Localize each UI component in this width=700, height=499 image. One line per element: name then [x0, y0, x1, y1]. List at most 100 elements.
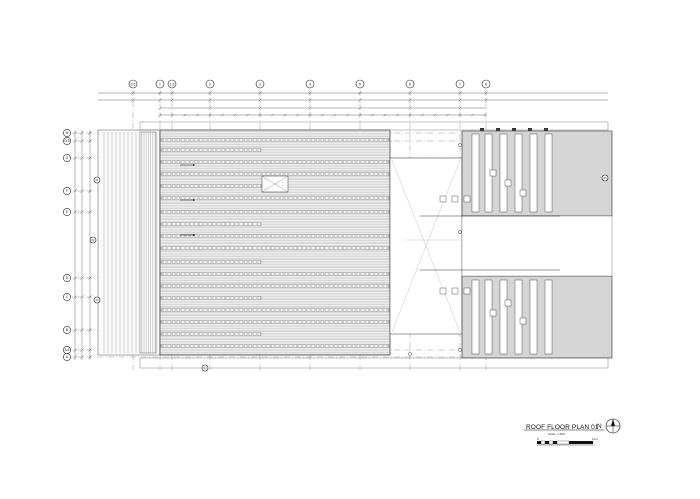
east-bay-upper [529, 133, 538, 213]
grid-bubble-col: 8 [481, 79, 491, 89]
grid-bubble-col: 1 [155, 79, 165, 89]
west-edge-lines [103, 131, 157, 354]
grid-bubble-row: H [63, 129, 71, 137]
roof-strip [160, 196, 390, 200]
left-dimension-lines [74, 130, 91, 360]
scalebar-end-label: 10m [592, 437, 598, 441]
rooftop-unit [489, 169, 497, 177]
svg-text:6: 6 [409, 82, 411, 86]
rooftop-unit [463, 195, 471, 203]
svg-text:B: B [66, 328, 68, 332]
roof-strip [160, 284, 390, 288]
svg-text:X1: X1 [96, 179, 100, 182]
east-bay-upper [514, 133, 523, 213]
roof-strip [160, 160, 390, 164]
svg-text:H: H [66, 131, 69, 135]
grid-bubble-row: G.5 [63, 137, 71, 145]
svg-text:7: 7 [459, 82, 461, 86]
roof-strip [160, 344, 390, 348]
rooftop-unit [519, 317, 527, 325]
roof-strip [160, 260, 262, 264]
grid-bubble-row: F [63, 187, 71, 195]
roof-strip [160, 222, 262, 226]
east-bay-lower [514, 279, 523, 355]
east-bay-upper [471, 133, 480, 213]
grid-bubble-row: D [63, 274, 71, 282]
axis-marker: X1 [93, 176, 101, 184]
column-grid-bubbles: 0.5 1 1.5 2 3 4 5 6 7 8 [128, 79, 491, 89]
svg-text:D: D [66, 276, 69, 280]
grid-bubble-row: A [63, 353, 71, 361]
grid-bubble-col: 0.5 [128, 79, 138, 89]
svg-text:A.5: A.5 [65, 348, 70, 352]
parapet-anchor [528, 128, 532, 131]
svg-text:X3: X3 [96, 299, 100, 302]
grid-bubble-row: B [63, 326, 71, 334]
section-callout [408, 352, 412, 356]
grid-bubble-col: 7 [455, 79, 465, 89]
section-callout [458, 230, 462, 234]
axis-marker: X5 [601, 174, 609, 182]
callout-markers [408, 143, 462, 356]
north-label: N [597, 423, 602, 430]
row-grid-bubbles: H G.5G F E D C B A.5A [63, 129, 71, 361]
grid-bubble-row: E [63, 208, 71, 216]
scalebar-start-label: 0 [537, 437, 539, 441]
grid-bubble-row: A.5 [63, 346, 71, 354]
rooftop-unit [439, 287, 447, 295]
roof-strip [160, 210, 390, 214]
roof-panel-strips [160, 138, 390, 348]
svg-text:3: 3 [259, 82, 261, 86]
parapet-anchor [480, 128, 484, 131]
east-bay-upper [499, 133, 508, 213]
svg-text:F: F [66, 189, 68, 193]
svg-text:A: A [66, 355, 69, 359]
drawing-scale: Scale: 1:300 [548, 432, 565, 436]
east-bay-lower [484, 279, 493, 355]
axis-marker: X3 [93, 296, 101, 304]
parapet-anchor [512, 128, 516, 131]
svg-text:X5: X5 [604, 177, 608, 180]
roof-strip [160, 308, 390, 312]
roof-strip [160, 172, 390, 176]
rooftop-unit [519, 189, 527, 197]
rooftop-unit [504, 299, 512, 307]
roof-strip [160, 296, 262, 300]
svg-text:1: 1 [159, 82, 161, 86]
north-arrow-icon [605, 418, 621, 434]
rooftop-unit [451, 287, 459, 295]
rooftop-unit [463, 287, 471, 295]
main-roof-area [159, 129, 391, 356]
roof-strip [160, 272, 390, 276]
east-bay-lower [529, 279, 538, 355]
svg-text:X2: X2 [92, 239, 96, 242]
roof-strip [160, 184, 262, 188]
svg-text:X4: X4 [204, 367, 208, 370]
grid-bubble-row: G [63, 154, 71, 162]
east-columns [439, 128, 553, 355]
roof-strip [160, 320, 390, 324]
axis-marker: X4 [201, 364, 209, 372]
grid-bubble-col: 1.5 [167, 79, 177, 89]
parapet-anchor [496, 128, 500, 131]
roof-strip [160, 148, 262, 152]
east-connector [461, 215, 613, 277]
parapet-anchor [544, 128, 548, 131]
rooftop-unit [504, 179, 512, 187]
roof-strip [160, 246, 390, 250]
east-bay-lower [499, 279, 508, 355]
svg-text:G.5: G.5 [64, 139, 69, 143]
grid-bubble-col: 2 [205, 79, 215, 89]
east-bay-upper [544, 133, 553, 213]
roof-strip [160, 138, 390, 142]
section-callout [458, 143, 462, 147]
svg-text:0.5: 0.5 [131, 82, 136, 86]
grid-bubble-col: 6 [405, 79, 415, 89]
svg-text:4: 4 [309, 82, 311, 86]
svg-text:5: 5 [359, 82, 361, 86]
axis-marker: X2 [89, 236, 97, 244]
svg-text:C: C [66, 295, 69, 299]
